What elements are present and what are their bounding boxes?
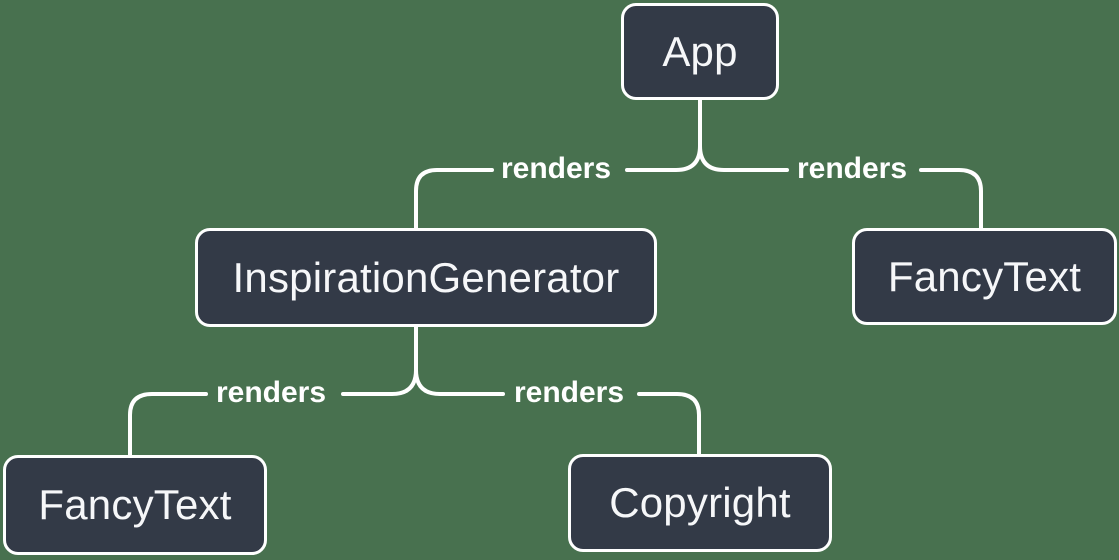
- edge-app-to-fancytext-corner: [919, 168, 983, 230]
- edge-inspirationgenerator-to-fancytext-fan: [341, 325, 418, 396]
- edge-app-to-inspirationgenerator-fan: [625, 98, 702, 172]
- edge-label-renders-app-inspirationgenerator: renders: [500, 152, 612, 185]
- node-app: App: [621, 3, 779, 100]
- edge-label-renders-inspirationgenerator-fancytext: renders: [215, 376, 327, 409]
- edge-inspirationgenerator-to-copyright-fan: [414, 325, 505, 396]
- node-label: Copyright: [609, 479, 791, 526]
- node-fancy-text-top: FancyText: [852, 228, 1117, 325]
- edge-label-renders-inspirationgenerator-copyright: renders: [513, 376, 625, 409]
- edge-inspirationgenerator-to-copyright-corner: [637, 392, 701, 457]
- node-label: FancyText: [887, 252, 1082, 300]
- edge-inspirationgenerator-to-fancytext-corner: [128, 392, 208, 457]
- edge-label-renders-app-fancytext: renders: [796, 152, 908, 185]
- node-label: App: [662, 27, 738, 75]
- node-copyright: Copyright: [568, 454, 832, 552]
- node-label: FancyText: [38, 481, 232, 528]
- edge-app-to-fancytext-fan: [698, 98, 789, 172]
- node-fancy-text-bottom: FancyText: [3, 455, 267, 555]
- edge-app-to-inspirationgenerator-corner: [414, 168, 494, 230]
- node-inspiration-generator: InspirationGenerator: [195, 228, 657, 327]
- node-label: InspirationGenerator: [232, 253, 620, 301]
